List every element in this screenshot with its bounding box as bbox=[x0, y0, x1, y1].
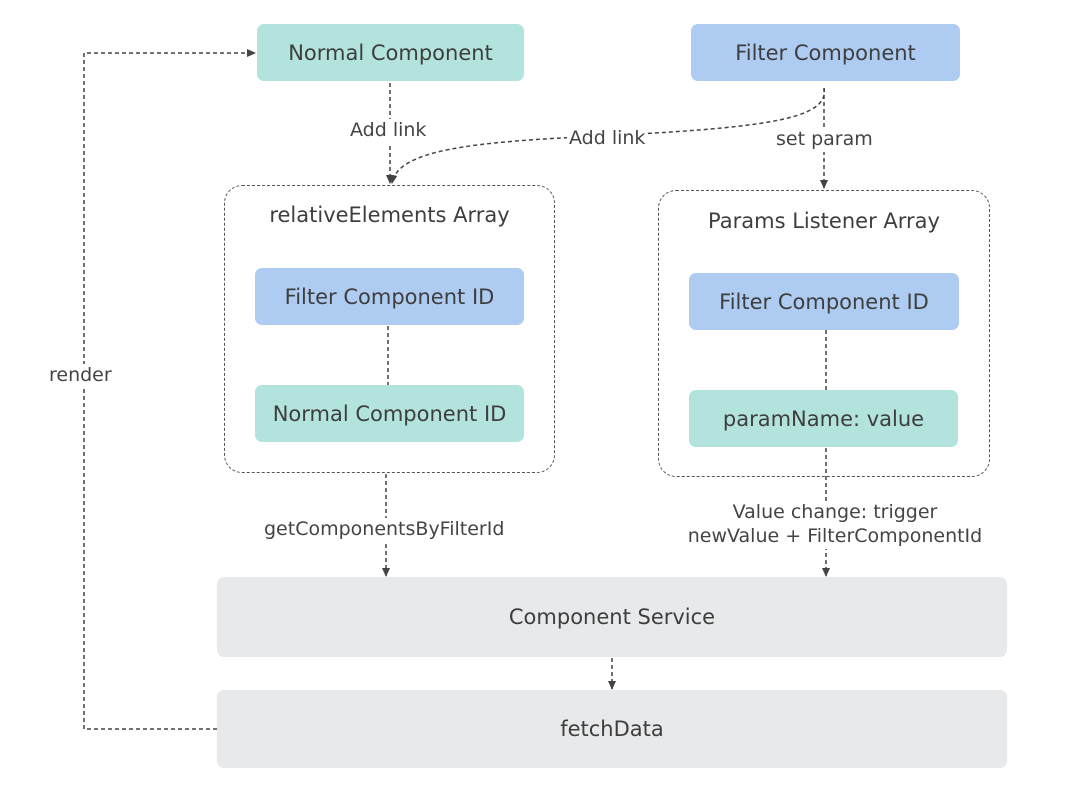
params-listener-filter-id: Filter Component ID bbox=[689, 273, 959, 330]
edge-label-value-change: Value change: trigger newValue + FilterC… bbox=[675, 501, 995, 549]
relative-elements-normal-id-label: Normal Component ID bbox=[272, 401, 507, 426]
filter-component-node: Filter Component bbox=[691, 24, 960, 81]
edge-label-value-change-line2: newValue + FilterComponentId bbox=[685, 524, 985, 549]
params-listener-param-value-label: paramName: value bbox=[722, 406, 925, 431]
params-listener-filter-id-label: Filter Component ID bbox=[719, 289, 929, 314]
edge-label-set-param: set param bbox=[774, 128, 875, 152]
edge-label-render: render bbox=[47, 364, 114, 388]
fetch-data-node: fetchData bbox=[217, 690, 1007, 768]
component-service-node: Component Service bbox=[217, 577, 1007, 657]
relative-elements-filter-id: Filter Component ID bbox=[255, 268, 524, 325]
edge-label-filter-add-link: Add link bbox=[567, 127, 648, 151]
filter-component-label: Filter Component bbox=[735, 40, 916, 65]
fetch-data-label: fetchData bbox=[560, 717, 664, 741]
edge-label-get-components: getComponentsByFilterId bbox=[262, 518, 507, 542]
normal-component-node: Normal Component bbox=[257, 24, 524, 81]
relative-elements-title: relativeElements Array bbox=[269, 203, 510, 227]
relative-elements-filter-id-label: Filter Component ID bbox=[284, 284, 495, 309]
params-listener-title: Params Listener Array bbox=[708, 209, 940, 233]
relative-elements-normal-id: Normal Component ID bbox=[255, 385, 524, 442]
edge-label-normal-add-link: Add link bbox=[348, 119, 429, 143]
params-listener-group: Params Listener Array bbox=[658, 190, 990, 477]
edge-label-value-change-line1: Value change: trigger bbox=[730, 501, 940, 525]
params-listener-param-value: paramName: value bbox=[689, 390, 958, 447]
component-service-label: Component Service bbox=[508, 605, 716, 629]
relative-elements-group: relativeElements Array bbox=[224, 185, 555, 473]
normal-component-label: Normal Component bbox=[288, 40, 493, 65]
